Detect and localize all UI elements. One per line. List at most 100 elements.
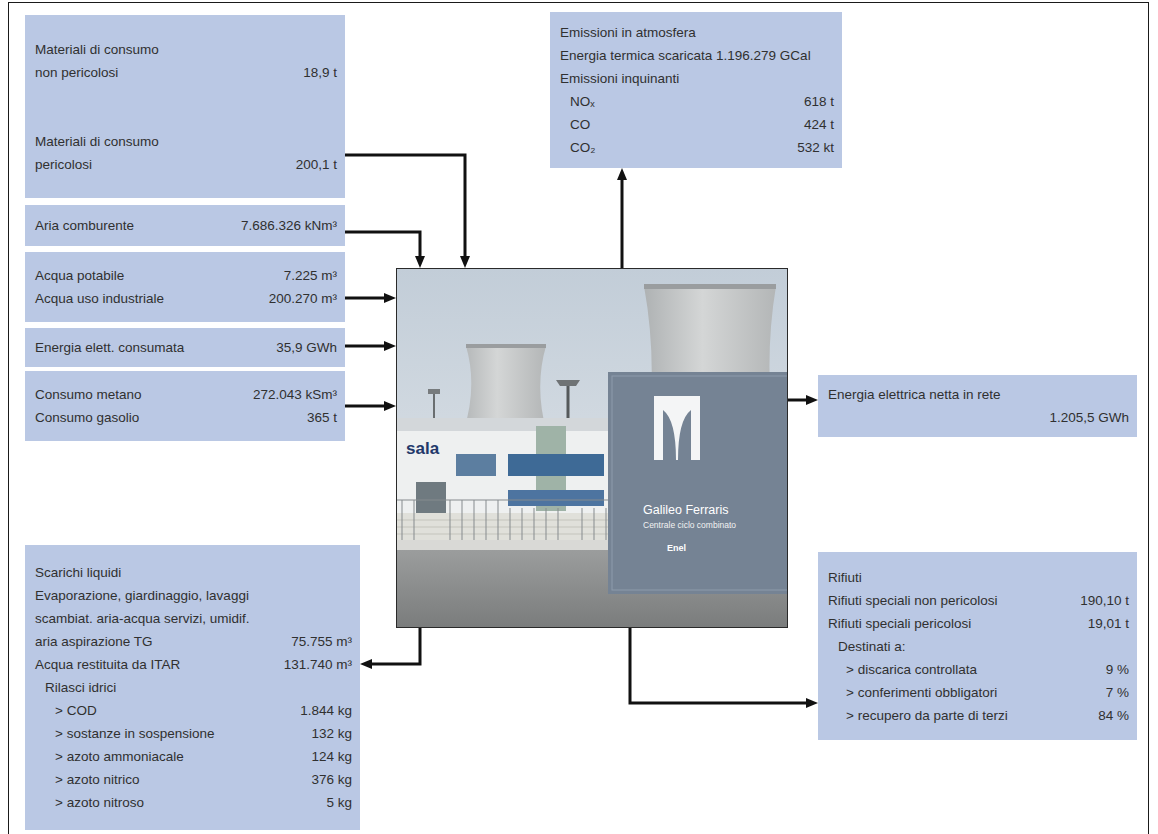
quantity-value: 376 kg <box>303 768 352 791</box>
text-row: Scarichi liquidi <box>35 561 352 584</box>
quantity-value: 200,1 t <box>288 153 337 176</box>
lamp-head <box>556 380 580 386</box>
sign-edge <box>612 376 788 590</box>
waste-box: RifiutiRifiuti speciali non pericolosi19… <box>818 552 1137 740</box>
item-label: Acqua potabile <box>35 264 124 287</box>
quantity-value: 200.270 m³ <box>261 287 337 310</box>
text-row: Aria comburente7.686.326 kNm³ <box>35 214 337 237</box>
item-label: Energia elettrica netta in rete <box>828 383 1001 406</box>
item-label: NOₓ <box>570 90 595 113</box>
item-label: > recupero da parte di terzi <box>846 704 1008 727</box>
quantity-value: 124 kg <box>303 745 352 768</box>
wall-joints <box>396 520 611 534</box>
text-row: Materiali di consumo non pericolosi 18,9 … <box>35 38 337 84</box>
quantity-value: 532 kt <box>789 136 834 159</box>
quantity-value: 9 % <box>1098 658 1129 681</box>
item-label: Scarichi liquidi <box>35 561 121 584</box>
flow-arrow <box>345 232 420 260</box>
text-row: NOₓ 618 t <box>560 90 834 113</box>
building <box>396 418 611 538</box>
text-row: > azoto nitrico376 kg <box>35 768 352 791</box>
sign-text: Centrale ciclo combinato <box>643 521 736 531</box>
sign-panel <box>608 372 788 594</box>
quantity-value: 131.740 m³ <box>276 653 352 676</box>
sign-text: Galileo Ferraris <box>643 503 728 517</box>
quantity-value: 35,9 GWh <box>268 336 337 359</box>
item-label: Materiali di consumo non pericolosi <box>35 38 185 84</box>
quantity-value: 1.205,5 GWh <box>1041 406 1129 429</box>
discharge-box: Scarichi liquidiEvaporazione, giardinagg… <box>25 545 360 830</box>
quantity-value: 365 t <box>299 406 337 429</box>
input-box: Consumo metano272.043 kSm³Consumo gasoli… <box>25 371 345 441</box>
quantity-value: 5 kg <box>318 791 352 814</box>
item-label: Energia elett. consumata <box>35 336 184 359</box>
item-label: > azoto nitroso <box>55 791 144 814</box>
item-label: > COD <box>55 699 97 722</box>
flow-arrow <box>345 297 388 300</box>
quantity-value: 7.225 m³ <box>276 264 337 287</box>
text-row: Emissioni in atmosfera <box>560 21 834 44</box>
text-row: > azoto nitroso 5 kg <box>35 791 352 814</box>
text-row: > discarica controllata9 % <box>828 658 1129 681</box>
sign-text: sala <box>406 439 439 459</box>
text-row: > COD 1.844 kg <box>35 699 352 722</box>
item-label: Destinati a: <box>838 635 906 658</box>
text-row: Rifiuti speciali non pericolosi190,10 t <box>828 589 1129 612</box>
flow-arrow <box>345 155 465 260</box>
flow-arrow <box>368 628 420 664</box>
window <box>508 490 604 506</box>
item-label: Rifiuti speciali pericolosi <box>828 612 971 635</box>
item-label: Rilasci idrici <box>45 676 116 699</box>
text-row: > sostanze in sospensione132 kg <box>35 722 352 745</box>
item-label: CO₂ <box>570 136 596 159</box>
item-label: > conferimenti obbligatori <box>846 681 997 704</box>
flow-arrow <box>788 399 810 402</box>
output-box: Energia elettrica netta in rete 1.205,5 G… <box>818 375 1137 437</box>
text-row: Energia elett. consumata 35,9 GWh <box>35 336 337 359</box>
text-row: > azoto ammoniacale 124 kg <box>35 745 352 768</box>
item-label: Emissioni in atmosfera <box>560 21 696 44</box>
flow-arrow <box>621 176 624 268</box>
lamp-head <box>428 389 440 394</box>
quantity-value: 7.686.326 kNm³ <box>233 214 337 237</box>
item-label: Rifiuti <box>828 566 862 589</box>
quantity-value: 618 t <box>796 90 834 113</box>
text-row: Evaporazione, giardinaggio, lavaggi scam… <box>35 584 352 653</box>
item-label: Evaporazione, giardinaggio, lavaggi scam… <box>35 584 275 653</box>
window <box>508 454 604 476</box>
quantity-value: 1.844 kg <box>292 699 352 722</box>
input-box: Acqua potabile 7.225 m³ Acqua uso industri… <box>25 252 345 322</box>
plant-photo: salaGalileo FerrarisCentrale ciclo combi… <box>396 268 788 628</box>
connector-group <box>345 155 810 703</box>
input-box: Energia elett. consumata 35,9 GWh <box>25 328 345 367</box>
item-label: Acqua uso industriale <box>35 287 164 310</box>
input-box: Materiali di consumo non pericolosi 18,9 … <box>25 15 345 198</box>
item-label: Acqua restituita da ITAR <box>35 653 180 676</box>
quantity-value: 84 % <box>1090 704 1129 727</box>
item-label: CO <box>570 113 590 136</box>
item-label: Materiali di consumo pericolosi <box>35 130 185 176</box>
sign-text: Enel <box>667 543 686 553</box>
tower-rim <box>644 284 776 289</box>
stone-wall <box>396 513 611 541</box>
fence <box>396 500 611 540</box>
item-label: Emissioni inquinanti <box>560 67 679 90</box>
emission-box: Emissioni in atmosferaEnergia termica sc… <box>550 12 842 168</box>
input-box: Aria comburente7.686.326 kNm³ <box>25 205 345 246</box>
tower-rim <box>466 344 546 348</box>
item-label: > azoto ammoniacale <box>55 745 184 768</box>
text-row: > recupero da parte di terzi 84 % <box>828 704 1129 727</box>
text-row: Acqua restituita da ITAR 131.740 m³ <box>35 653 352 676</box>
item-label: Energia termica scaricata 1.196.279 GCal <box>560 44 811 67</box>
quantity-value: 75.755 m³ <box>283 630 352 653</box>
quantity-value: 132 kg <box>303 722 352 745</box>
text-row: Energia elettrica netta in rete <box>828 383 1129 406</box>
text-row: 1.205,5 GWh <box>828 406 1129 429</box>
text-row: Emissioni inquinanti <box>560 67 834 90</box>
text-row: Energia termica scaricata 1.196.279 GCal <box>560 44 834 67</box>
text-row: Destinati a: <box>828 635 1129 658</box>
item-label: Rifiuti speciali non pericolosi <box>828 589 998 612</box>
quantity-value: 18,9 t <box>295 61 337 84</box>
flow-arrow <box>345 405 388 408</box>
quantity-value: 272.043 kSm³ <box>245 383 337 406</box>
